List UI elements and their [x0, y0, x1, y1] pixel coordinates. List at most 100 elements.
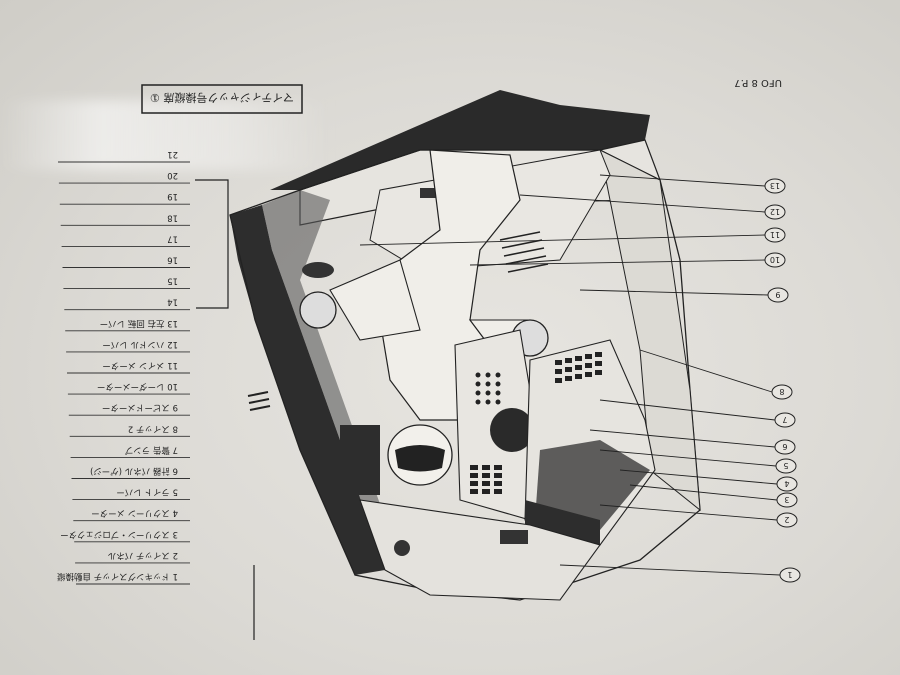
panel-button [475, 399, 481, 405]
panel-button [475, 381, 481, 387]
console-key [585, 372, 592, 377]
callout-leader [599, 449, 777, 467]
panel-key [494, 489, 502, 494]
callout-circle [767, 287, 789, 303]
legend-bracket [195, 179, 229, 309]
legend-item: 8 スイッチ 2 [128, 423, 178, 433]
callout-circle [776, 512, 798, 528]
legend-item: 9 スピードメーター [102, 402, 178, 412]
console-key [595, 352, 602, 357]
legend-item: 6 計器 パネル (ゲージ) [90, 466, 178, 477]
callout-number: 8 [779, 387, 784, 396]
legend-item: 21 [167, 149, 178, 159]
legend-item: 15 [167, 276, 178, 286]
callout-number: 3 [784, 495, 789, 504]
panel-key [470, 473, 478, 478]
left-pillar [230, 205, 385, 575]
callout-circle [774, 412, 796, 428]
canopy-roof [270, 90, 650, 190]
callout-leader [599, 504, 778, 521]
legend-item: 20 [167, 170, 178, 180]
console-key [555, 378, 562, 383]
legend-item: 13 左右 回転 レバー [100, 318, 178, 329]
callout-number: 9 [775, 290, 780, 299]
console-key [595, 370, 602, 375]
panel-key [494, 473, 502, 478]
panel-button [495, 372, 501, 378]
console-key [575, 374, 582, 379]
panel-button [485, 390, 491, 396]
radar-panel [535, 440, 650, 530]
console-key [555, 369, 562, 374]
panel-button [495, 390, 501, 396]
panel-key [482, 473, 490, 478]
legend-item: 1 ドッキングスイッチ 自動操縦 [56, 571, 178, 582]
callout-number: 10 [770, 255, 780, 264]
panel-button [485, 399, 491, 405]
callout-number: 12 [770, 207, 780, 216]
callout-circle [775, 458, 797, 474]
callout-leader [619, 469, 778, 485]
panel-button [495, 381, 501, 387]
console-key [595, 361, 602, 366]
throttle-lever [500, 530, 528, 544]
panel-button [475, 372, 481, 378]
callout-leader [599, 399, 776, 421]
callout-circle [764, 204, 786, 220]
callout-leader [579, 289, 769, 296]
callout-circle [779, 567, 801, 583]
callout-circle [776, 476, 798, 492]
callout-leader [639, 349, 773, 393]
callout-number: 4 [784, 479, 789, 488]
console-key [555, 360, 562, 365]
legend-item: 19 [167, 191, 178, 201]
callout-number: 2 [784, 515, 789, 524]
callout-number: 7 [782, 415, 787, 424]
callout-leader [559, 564, 781, 576]
panel-key [470, 465, 478, 470]
legend-item: 4 スクリーン メーター [91, 508, 178, 518]
legend-item: 7 警告 ランプ [124, 444, 178, 455]
legend-item: 11 メイン メーター [102, 360, 178, 370]
legend-item: 16 [167, 255, 178, 265]
sheet-title: マイティジャック号操縦席 ① [150, 91, 294, 105]
callout-leader [519, 194, 766, 213]
panel-key [482, 489, 490, 494]
callout-number: 13 [770, 181, 780, 190]
panel-button [475, 390, 481, 396]
legend-item: 2 スイッチ パネル [107, 550, 178, 560]
callout-leader [629, 484, 778, 501]
console-key [565, 376, 572, 381]
legend-item: 10 レーダーメーター [97, 381, 178, 392]
console-key [575, 356, 582, 361]
console-vent [525, 500, 600, 545]
pilot-arm-left [329, 259, 421, 341]
right-console-keys [555, 352, 602, 383]
panel-button [495, 399, 501, 405]
light-glare [0, 100, 330, 170]
legend-item: 17 [167, 233, 178, 243]
title-box: マイティジャック号操縦席 ① [141, 84, 303, 114]
callout-leader [589, 429, 776, 448]
callout-circle [764, 227, 786, 243]
panel-key [470, 481, 478, 486]
panel-key [494, 481, 502, 486]
left-grip [299, 291, 337, 329]
legend-item: 18 [167, 212, 178, 222]
callout-number: 11 [770, 230, 780, 239]
panel-key [470, 489, 478, 494]
callout-circle [764, 252, 786, 268]
callout-leader [359, 234, 766, 246]
callout-circle [776, 492, 798, 508]
panel-key [482, 481, 490, 486]
legend-item: 3 スクリーン・プロジェクター [60, 529, 178, 539]
left-lamp [302, 262, 334, 278]
panel-button [485, 372, 491, 378]
console-key [585, 363, 592, 368]
callout-number: 1 [787, 570, 792, 579]
center-buttons [470, 372, 502, 494]
floor-knob [394, 540, 410, 556]
panel-key [482, 465, 490, 470]
